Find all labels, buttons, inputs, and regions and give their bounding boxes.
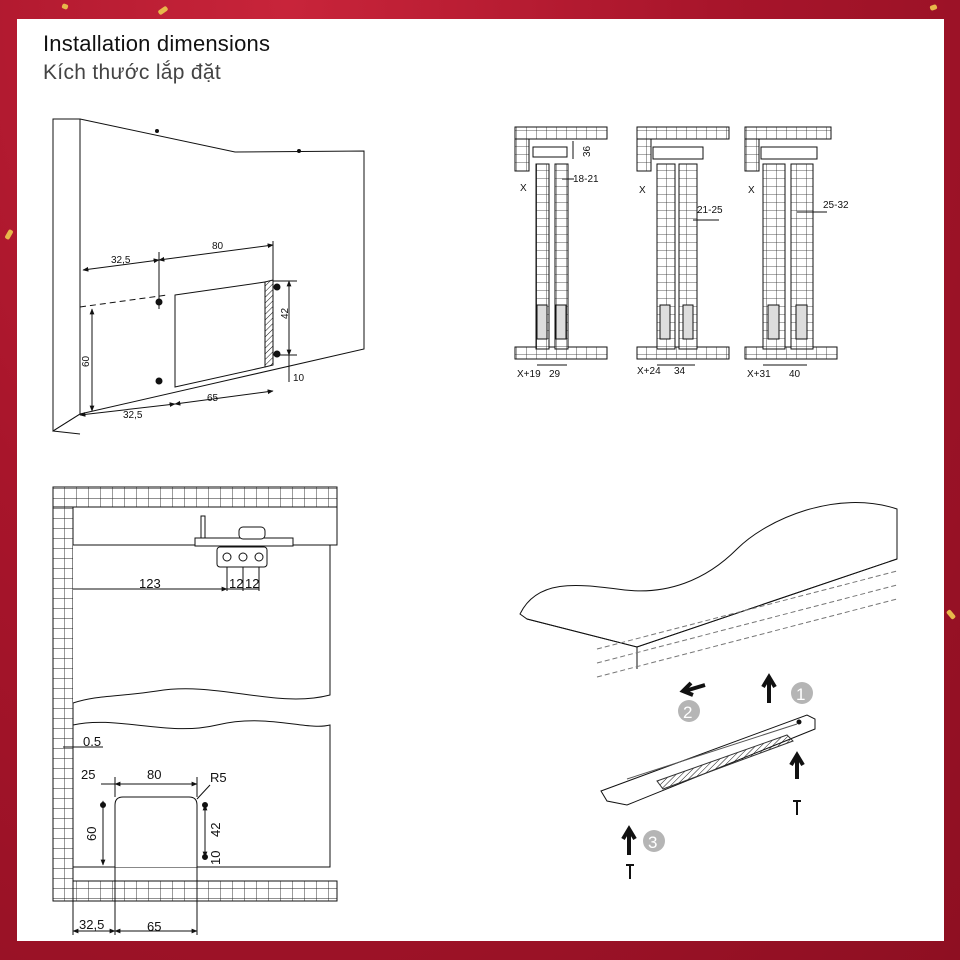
dim-label: X xyxy=(520,183,527,194)
dim-label: X+31 xyxy=(747,369,771,380)
step-number: 1 xyxy=(796,685,805,704)
dim-label: X+24 xyxy=(637,366,661,377)
dim-label: 123 xyxy=(139,576,161,591)
confetti-piece xyxy=(157,5,169,16)
dim-label: 60 xyxy=(84,827,99,841)
step-number: 2 xyxy=(683,703,692,722)
dim-label: 10 xyxy=(208,851,223,865)
profile-3 xyxy=(744,126,838,366)
dim-label: 34 xyxy=(674,366,686,377)
mounting-diagram xyxy=(519,502,898,879)
dim-label: X xyxy=(639,185,646,196)
dim-label: 32,5 xyxy=(123,410,143,421)
title-vietnamese: Kích thước lắp đặt xyxy=(43,61,221,84)
profile-2 xyxy=(636,126,730,366)
drawing-sheet: Installation dimensions Kích thước lắp đ… xyxy=(17,19,944,941)
wall-profiles-diagram xyxy=(514,126,838,366)
dim-label: 29 xyxy=(549,369,561,380)
dim-label: 25 xyxy=(81,767,95,782)
dim-label: 32,5 xyxy=(79,917,104,932)
dim-label: 10 xyxy=(293,373,305,384)
door-cutout-diagram xyxy=(52,118,365,435)
step-number: 3 xyxy=(648,833,657,852)
dim-label: 25-32 xyxy=(823,200,849,211)
dim-label: 80 xyxy=(212,241,224,252)
confetti-piece xyxy=(4,228,14,241)
confetti-piece xyxy=(61,3,69,10)
technical-drawings: 32,5 80 42 60 10 32,5 65 xyxy=(52,118,898,935)
confetti-piece xyxy=(929,3,938,12)
dim-label: 80 xyxy=(147,767,161,782)
dim-label: 21-25 xyxy=(697,205,723,216)
dim-label: 42 xyxy=(280,307,291,319)
dim-label: 40 xyxy=(789,369,801,380)
dim-label: 65 xyxy=(147,919,161,934)
dim-label: 18-21 xyxy=(573,174,599,185)
dim-label: 32,5 xyxy=(111,255,131,266)
dim-label: 60 xyxy=(81,355,92,367)
dim-label: 0.5 xyxy=(83,734,101,749)
confetti-piece xyxy=(945,609,957,620)
dim-label: 12 xyxy=(245,576,259,591)
dim-label: X+19 xyxy=(517,369,541,380)
dim-label: 42 xyxy=(208,823,223,837)
title-english: Installation dimensions xyxy=(43,31,271,56)
dim-label: X xyxy=(748,185,755,196)
dim-label: R5 xyxy=(210,770,227,785)
dim-label: 12 xyxy=(229,576,243,591)
dim-label: 36 xyxy=(582,145,593,157)
dim-label: 65 xyxy=(207,393,219,404)
profile-1 xyxy=(514,126,608,366)
plan-view-diagram xyxy=(52,486,338,935)
